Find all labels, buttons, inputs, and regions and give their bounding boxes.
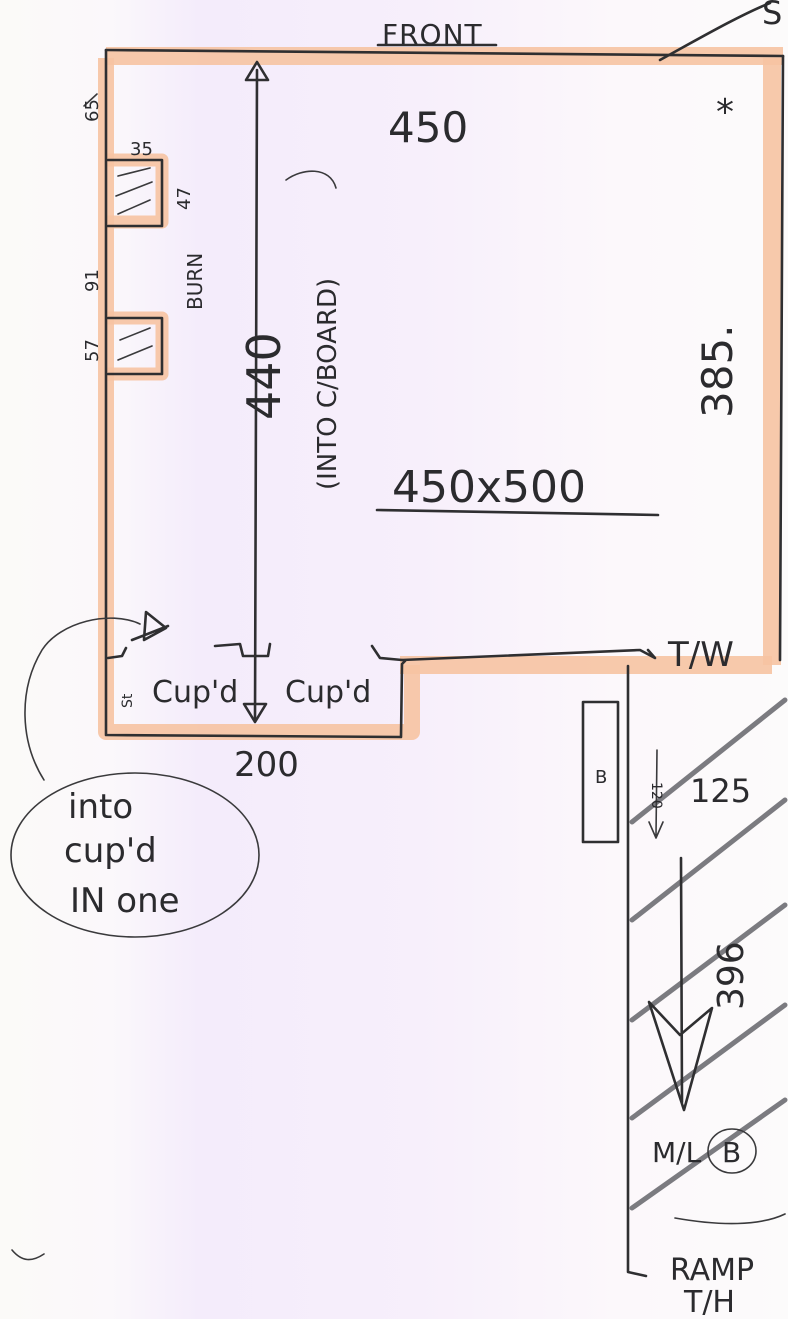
cupboard-partition — [106, 642, 404, 662]
length-arrow — [242, 60, 270, 724]
tw-label: T/W — [667, 635, 734, 675]
left-small-label: St — [120, 693, 136, 708]
hall-125-label: 125 — [690, 772, 751, 810]
outer-wall — [104, 48, 407, 739]
bubble-line-1: into — [68, 787, 133, 827]
hallway — [581, 664, 788, 1278]
length-label: 440 — [237, 332, 291, 420]
ml-b-circle — [707, 1128, 757, 1174]
room-size-label: 450x500 — [392, 462, 586, 513]
burn-note: BURN — [183, 253, 207, 310]
bubble-line-2: cup'd — [64, 831, 157, 871]
cupboard-right-label: Cup'd — [285, 675, 371, 710]
hall-length-label: 396 — [711, 941, 752, 1010]
corner-slash — [658, 1, 772, 62]
window-gap-low: 57 — [82, 339, 103, 362]
cupboard-left-label: Cup'd — [152, 675, 238, 710]
side-depth-label: 385. — [693, 324, 742, 418]
bubble-line-3: IN one — [70, 881, 180, 921]
b-label: B — [595, 767, 607, 788]
callout-bubble — [10, 772, 260, 938]
window-gap-mid: 91 — [82, 269, 103, 292]
window-lower — [106, 316, 164, 376]
wall-highlight — [98, 47, 783, 740]
window-side-1: 47 — [174, 187, 195, 210]
length-note: (INTO C/BOARD) — [313, 278, 343, 490]
ml-label: M/L — [652, 1136, 702, 1169]
star-mark: * — [716, 92, 734, 133]
window-top-width: 35 — [130, 139, 153, 160]
top-width-label: 450 — [388, 103, 468, 152]
window-tick-top — [83, 93, 98, 107]
window-gap-top: 65 — [82, 99, 103, 122]
small-120-label: 120 — [648, 782, 664, 809]
margin-mark — [11, 1249, 45, 1261]
length-note-curve — [285, 170, 337, 189]
cupboard-door-arrow — [130, 610, 170, 642]
right-wall — [778, 54, 785, 662]
ramp-label: RAMP — [670, 1253, 754, 1288]
corner-label: S — [762, 0, 782, 32]
th-label: T/H — [683, 1285, 735, 1319]
inner-wall — [400, 648, 657, 662]
b-circle-label: B — [722, 1136, 741, 1169]
callout-line — [24, 617, 141, 781]
window-upper — [106, 158, 164, 228]
cupboard-width-label: 200 — [234, 745, 299, 785]
room-size-underline — [375, 508, 660, 517]
front-label: FRONT — [382, 18, 483, 51]
